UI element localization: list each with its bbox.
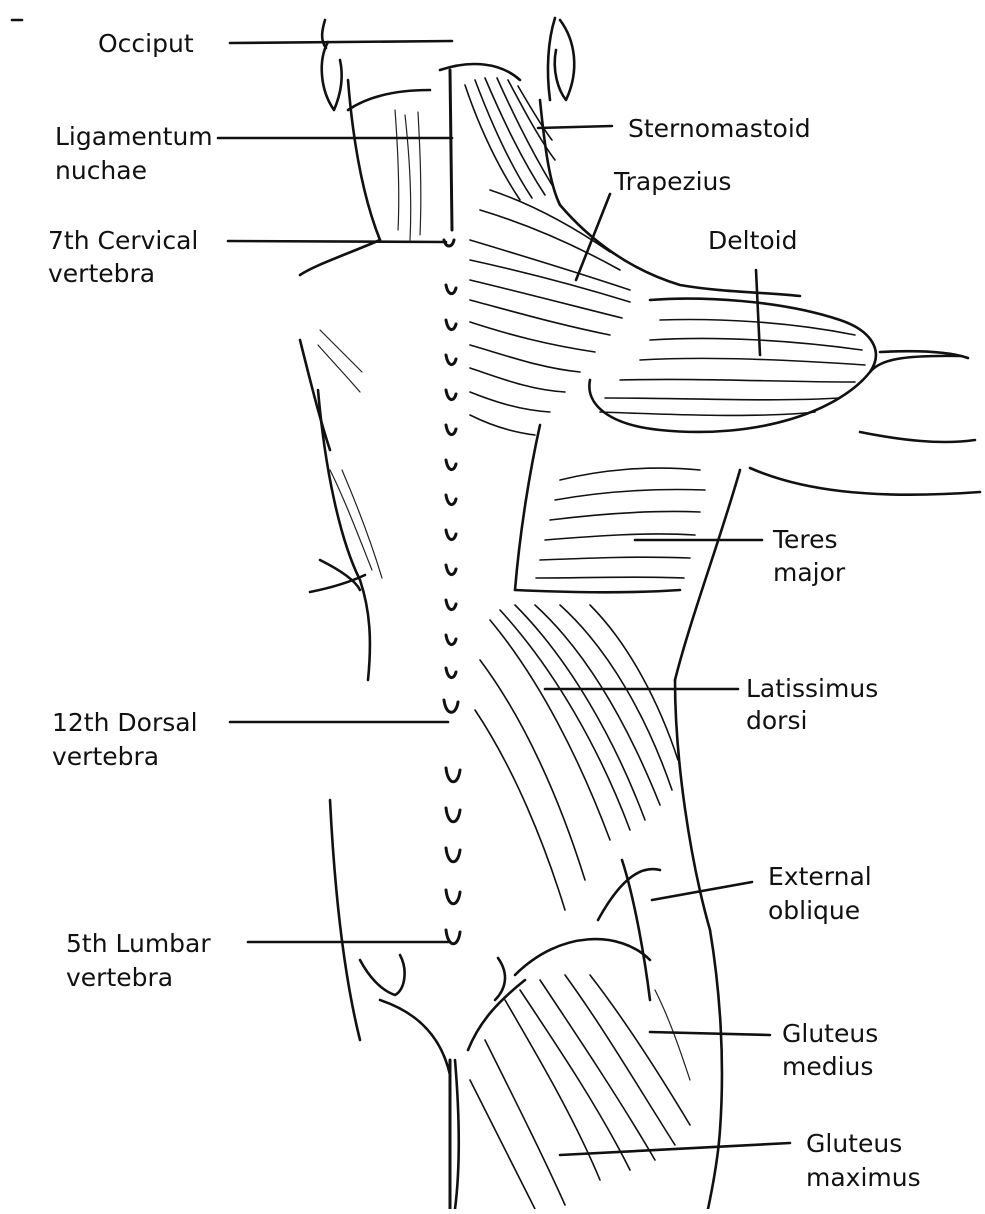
label-deltoid: Deltoid (708, 226, 798, 255)
label-latissimus-line1: Latissimus (746, 674, 878, 703)
label-ligamentum-line1: Ligamentum (55, 122, 213, 151)
label-dorsal-line2: vertebra (52, 742, 159, 771)
leader-cervical (228, 241, 446, 242)
label-cervical-line2: vertebra (48, 259, 155, 288)
label-latissimus-line2: dorsi (746, 706, 807, 735)
label-lumbar-line1: 5th Lumbar (66, 929, 211, 958)
label-teres-line2: major (773, 558, 846, 587)
label-external-line1: External (768, 862, 872, 891)
label-cervical-line1: 7th Cervical (48, 226, 198, 255)
label-sternomastoid: Sternomastoid (628, 114, 811, 143)
leader-gluteus-medius (650, 1032, 770, 1035)
leader-trapezius (576, 194, 610, 280)
label-lumbar-line2: vertebra (66, 963, 173, 992)
label-external-line2: oblique (768, 896, 860, 925)
label-gluteus-medius-line2: medius (782, 1052, 873, 1081)
label-gluteus-maximus-line1: Gluteus (806, 1129, 902, 1158)
leader-sternomastoid (538, 126, 612, 128)
label-teres-line1: Teres (772, 525, 838, 554)
label-trapezius: Trapezius (613, 167, 731, 196)
leader-deltoid (756, 270, 760, 355)
leader-occiput (230, 41, 452, 43)
label-dorsal-line1: 12th Dorsal (52, 708, 198, 737)
label-gluteus-maximus-line2: maximus (806, 1163, 921, 1192)
label-ligamentum-line2: nuchae (55, 156, 147, 185)
label-gluteus-medius-line1: Gluteus (782, 1019, 878, 1048)
labels: Occiput Ligamentum nuchae 7th Cervical v… (48, 29, 921, 1192)
label-occiput: Occiput (98, 29, 194, 58)
